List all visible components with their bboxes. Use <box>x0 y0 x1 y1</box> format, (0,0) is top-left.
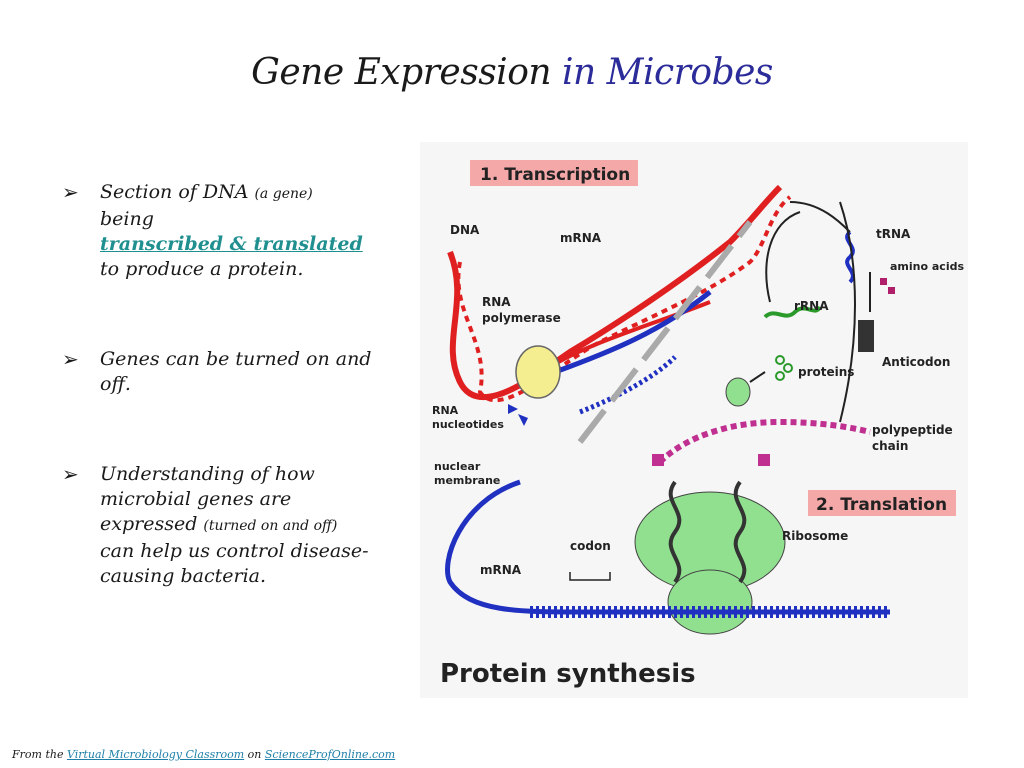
footer-text: on <box>244 748 265 761</box>
dna-strand <box>447 184 783 400</box>
transcribed-translated-link[interactable]: transcribed & translated <box>100 233 363 255</box>
arrow-bullet-icon: ➢ <box>62 347 79 371</box>
mrna-top-label: mRNA <box>560 231 602 245</box>
rna-nucleotides-label-1: RNA <box>432 404 459 417</box>
trna-label: tRNA <box>876 227 911 241</box>
title-part1: Gene Expression <box>251 52 552 93</box>
anticodon-shape <box>858 320 874 352</box>
protein-synthesis-figure: 1. Transcription DNA mRNA RNA polymerase… <box>420 142 968 698</box>
mrna-strand <box>554 290 712 375</box>
bullet-text: to produce a protein. <box>100 258 304 280</box>
polypeptide-label-1: polypeptide <box>872 423 953 437</box>
bullet-text: Genes can be turned on and off. <box>100 348 372 395</box>
rrna-label: rRNA <box>794 299 829 313</box>
protein-synthesis-diagram: 1. Transcription DNA mRNA RNA polymerase… <box>432 160 964 689</box>
amino-acid-square <box>880 278 887 285</box>
bullet-text: being <box>100 208 154 230</box>
ribosome-label: Ribosome <box>782 529 848 543</box>
proteins-label: proteins <box>798 365 854 379</box>
dna-open-strand <box>548 300 711 369</box>
mrna-strand-2 <box>579 355 677 415</box>
rna-nucleotides-label-2: nucleotides <box>432 418 504 431</box>
trna-shape <box>845 230 855 284</box>
rna-polymerase-shape <box>515 345 561 399</box>
codon-label: codon <box>570 539 611 553</box>
footer-credit: From the Virtual Microbiology Classroom … <box>12 748 395 761</box>
scienceprofonline-link[interactable]: ScienceProfOnline.com <box>264 748 396 761</box>
nuclear-membrane-line <box>577 220 753 444</box>
amino-acid-square <box>758 454 770 466</box>
rna-nucleotides-shapes <box>508 404 528 426</box>
transcription-label-box <box>470 160 638 186</box>
page-title: Gene Expression in Microbes <box>0 52 1024 93</box>
translation-label: 2. Translation <box>816 495 947 515</box>
codon-bracket <box>569 572 611 581</box>
mrna-bottom-label: mRNA <box>480 563 522 577</box>
bullet-small-text: (a gene) <box>254 186 313 202</box>
virtual-microbiology-classroom-link[interactable]: Virtual Microbiology Classroom <box>66 748 245 761</box>
bullet-item-3: ➢ Understanding of how microbial genes a… <box>62 462 372 589</box>
anticodon-label: Anticodon <box>882 355 950 369</box>
arrow-bullet-icon: ➢ <box>62 462 79 486</box>
nuclear-label: nuclear <box>434 460 481 473</box>
footer-text: From the <box>12 748 67 761</box>
polypeptide-label-2: chain <box>872 439 908 453</box>
bullet-small-text: (turned on and off) <box>203 518 338 534</box>
amino-acids-label: amino acids <box>890 260 964 273</box>
amino-acid-square <box>888 287 895 294</box>
rna-label: RNA <box>482 295 511 309</box>
protein-dot <box>775 371 785 381</box>
dna-strand-2 <box>456 195 792 402</box>
bullet-text: Understanding of how microbial genes are… <box>100 463 315 535</box>
small-ribosome <box>725 377 751 407</box>
process-arrows <box>749 201 871 423</box>
protein-dot <box>783 363 793 373</box>
dna-label: DNA <box>450 223 480 237</box>
title-part2: in Microbes <box>562 52 773 93</box>
transcription-label: 1. Transcription <box>480 165 630 185</box>
trna-on-ribosome <box>668 480 682 584</box>
arrow-bullet-icon: ➢ <box>62 180 79 204</box>
protein-dot <box>775 355 785 365</box>
protein-synthesis-caption: Protein synthesis <box>440 659 696 689</box>
bullet-text: can help us control disease-causing bact… <box>100 540 369 587</box>
trna-on-ribosome <box>733 480 747 584</box>
bullet-list: ➢ Section of DNA (a gene) being transcri… <box>62 180 372 589</box>
translation-label-box <box>808 490 956 516</box>
amino-acid-square <box>652 454 664 466</box>
polymerase-label: polymerase <box>482 311 561 325</box>
bullet-text: Section of DNA <box>100 181 255 203</box>
bullet-item-2: ➢ Genes can be turned on and off. <box>62 347 372 397</box>
bullet-item-1: ➢ Section of DNA (a gene) being transcri… <box>62 180 372 282</box>
rrna-shape <box>763 305 822 319</box>
membrane-label: membrane <box>434 474 500 487</box>
